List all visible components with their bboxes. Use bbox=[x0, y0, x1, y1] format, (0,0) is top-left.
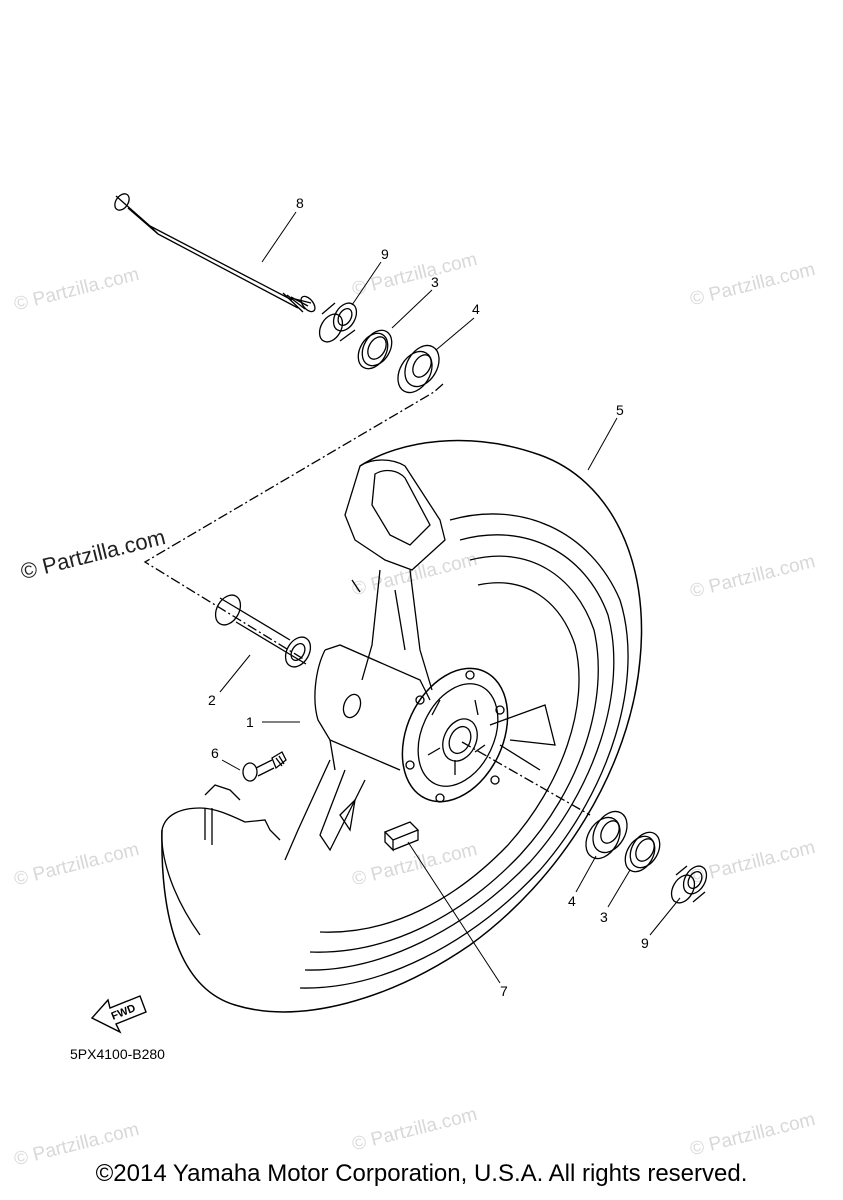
collar-bottom bbox=[670, 865, 708, 904]
oil-seal-bottom bbox=[624, 831, 661, 873]
front-axle bbox=[114, 193, 316, 313]
callout-4-top: 4 bbox=[472, 301, 480, 317]
callout-5: 5 bbox=[616, 402, 624, 418]
diagram-code: 5PX4100-B280 bbox=[70, 1046, 165, 1062]
leader-lines bbox=[219, 211, 681, 984]
callout-9-bottom: 9 bbox=[641, 935, 649, 951]
fwd-label: FWD bbox=[110, 1002, 138, 1023]
callout-6: 6 bbox=[211, 745, 219, 761]
bearing-bottom bbox=[585, 810, 628, 860]
callout-9-top: 9 bbox=[381, 246, 389, 262]
assembly-line-bottom bbox=[461, 741, 591, 816]
callout-3-top: 3 bbox=[431, 274, 439, 290]
assembly-line-top bbox=[143, 383, 444, 661]
copyright-notice: ©2014 Yamaha Motor Corporation, U.S.A. A… bbox=[95, 1160, 748, 1187]
collar-top bbox=[318, 302, 358, 343]
fwd-arrow-icon: FWD bbox=[90, 995, 147, 1034]
bearing-top bbox=[397, 344, 440, 394]
balance-weight bbox=[383, 821, 420, 852]
tire-valve bbox=[242, 751, 287, 782]
oil-seal-top bbox=[357, 329, 393, 370]
cast-wheel bbox=[161, 439, 643, 1013]
callout-4-bottom: 4 bbox=[568, 893, 576, 909]
collar-spacer bbox=[214, 594, 312, 668]
callout-1: 1 bbox=[246, 714, 254, 730]
callout-2: 2 bbox=[208, 692, 216, 708]
callout-7: 7 bbox=[500, 983, 508, 999]
callout-8: 8 bbox=[296, 195, 304, 211]
callout-3-bottom: 3 bbox=[600, 909, 608, 925]
